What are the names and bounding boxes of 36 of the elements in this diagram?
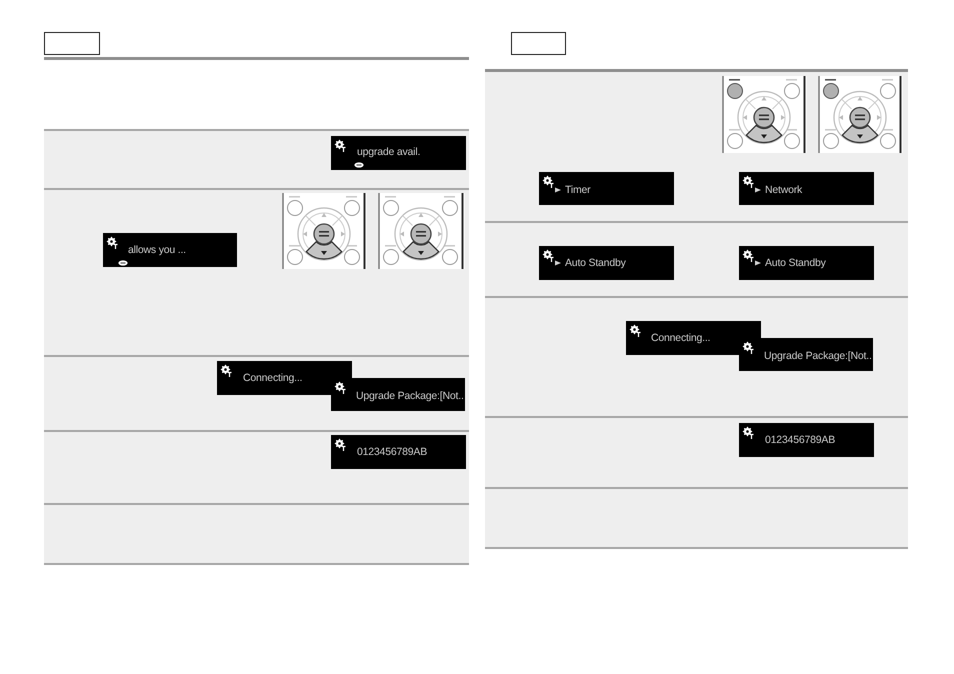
display-text: allows you ... <box>128 244 186 256</box>
display-screen <box>103 233 237 267</box>
display-text: upgrade avail. <box>357 146 420 158</box>
display-screen <box>331 378 465 411</box>
display-text: Connecting... <box>651 332 710 344</box>
step-band <box>44 355 469 430</box>
display-text: Auto Standby <box>565 257 626 269</box>
display-screen <box>626 321 761 355</box>
display-screen <box>217 361 352 395</box>
display-text: Connecting... <box>243 372 302 384</box>
display-screen <box>739 246 874 280</box>
step-band <box>485 221 908 296</box>
display-text: Auto Standby <box>765 257 826 269</box>
step-band <box>485 72 908 221</box>
step-band <box>485 487 908 549</box>
display-screen <box>331 136 466 170</box>
display-text: 0123456789AB <box>357 446 428 458</box>
display-text: Network <box>765 184 802 196</box>
step-band <box>44 503 469 565</box>
display-text: 0123456789AB <box>765 434 836 446</box>
step-band <box>44 430 469 503</box>
label-tab <box>511 32 566 55</box>
display-screen <box>539 246 674 280</box>
display-text: Upgrade Package:[Not.. <box>764 350 872 362</box>
display-screen <box>331 435 466 469</box>
step-band <box>44 188 469 355</box>
step-band <box>485 296 908 416</box>
display-screen <box>739 338 873 371</box>
display-text: Timer <box>565 184 590 196</box>
display-text: Upgrade Package:[Not.. <box>356 390 464 402</box>
display-screen <box>739 172 874 205</box>
label-tab <box>44 32 100 55</box>
display-screen <box>539 172 674 205</box>
step-band <box>485 416 908 487</box>
step-band <box>44 129 469 189</box>
display-screen <box>739 423 874 457</box>
